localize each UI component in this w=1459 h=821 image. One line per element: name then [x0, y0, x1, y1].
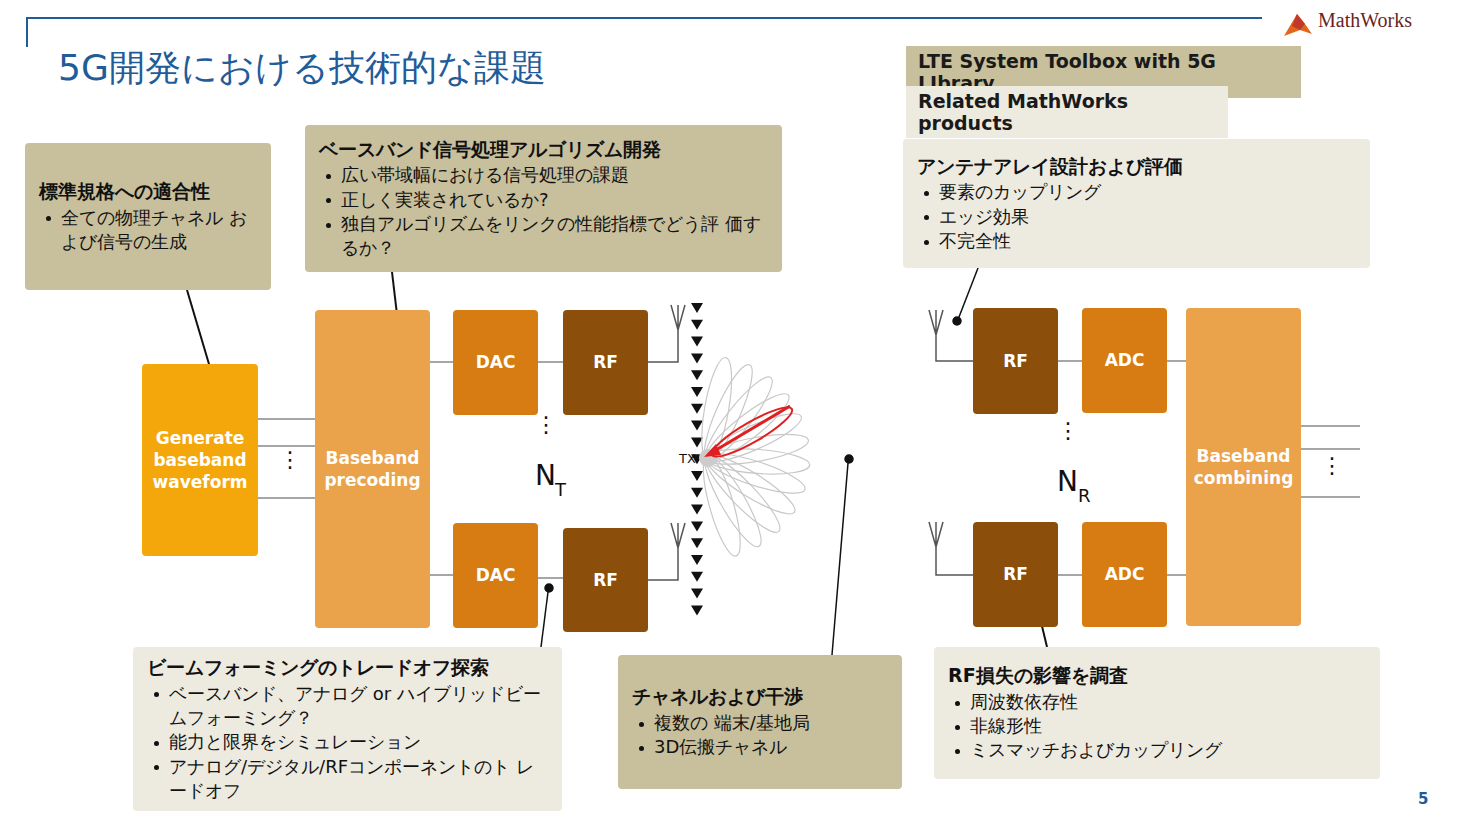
callout-heading: RF損失の影響を調査: [948, 663, 1366, 689]
process-box: DAC: [453, 523, 538, 628]
product-tag: Related MathWorks products: [906, 86, 1228, 138]
ellipsis-mark: ⋮: [535, 414, 557, 436]
signal-wire: [258, 445, 315, 447]
bullet-item: ベースバンド、アナログ or ハイブリッドビー ムフォーミング？: [147, 682, 548, 731]
signal-wire: [258, 418, 315, 420]
bullet-item: 広い帯域幅における信号処理の課題: [319, 163, 768, 187]
bullet-item: 独自アルゴリズムをリンクの性能指標でどう評 価するか？: [319, 212, 768, 261]
box-label: Related MathWorks products: [918, 90, 1216, 134]
process-box: Generate baseband waveform: [142, 364, 258, 556]
box-label: Generate baseband waveform: [148, 427, 252, 493]
main-beam: [704, 400, 797, 463]
callout-heading: ビームフォーミングのトレードオフ探索: [147, 655, 548, 681]
callout-box: 標準規格への適合性全ての物理チャネル および信号の生成: [25, 143, 271, 290]
callout-heading: アンテナアレイ設計および評価: [917, 154, 1356, 180]
box-label: ADC: [1105, 563, 1145, 585]
box-label: DAC: [476, 564, 516, 586]
callout-box: ベースバンド信号処理アルゴリズム開発広い帯域幅における信号処理の課題正しく実装さ…: [305, 125, 782, 272]
box-label: Baseband combining: [1192, 445, 1295, 489]
process-box: ADC: [1082, 308, 1167, 413]
process-box: RF: [973, 308, 1058, 414]
bullet-item: 能力と限界をシミュレーション: [147, 730, 548, 754]
bullet-item: 不完全性: [917, 229, 1356, 253]
logo-text: MathWorks: [1318, 10, 1412, 30]
bullet-item: 全ての物理チャネル および信号の生成: [39, 206, 257, 255]
box-label: ADC: [1105, 349, 1145, 371]
bullet-item: 複数の 端末/基地局: [632, 711, 888, 735]
signal-wire: [1167, 574, 1186, 576]
bullet-item: 3D伝搬チャネル: [632, 735, 888, 759]
signal-wire: [1058, 360, 1082, 362]
bullet-item: 非線形性: [948, 714, 1366, 738]
count-subscript: T: [555, 481, 566, 499]
box-label: RF: [593, 351, 618, 373]
box-label: RF: [593, 569, 618, 591]
ellipsis-mark: ⋮: [1057, 420, 1079, 442]
process-box: RF: [563, 310, 648, 415]
bullet-item: 要素のカップリング: [917, 180, 1356, 204]
bullet-item: 周波数依存性: [948, 690, 1366, 714]
bullet-item: ミスマッチおよびカップリング: [948, 738, 1366, 762]
box-label: RF: [1003, 350, 1028, 372]
callout-heading: チャネルおよび干渉: [632, 684, 888, 710]
callout-heading: 標準規格への適合性: [39, 179, 257, 205]
output-wires: [1301, 426, 1360, 497]
bullet-item: 正しく実装されているか?: [319, 188, 768, 212]
beam-pattern: [696, 355, 811, 559]
signal-wire: [430, 361, 453, 363]
process-box: RF: [563, 528, 648, 632]
logo-mark: [1284, 14, 1312, 36]
process-box: RF: [973, 522, 1058, 627]
callout-heading: ベースバンド信号処理アルゴリズム開発: [319, 137, 768, 163]
box-label: RF: [1003, 563, 1028, 585]
antenna-symbols: [648, 305, 973, 580]
bullet-item: アナログ/デジタル/RFコンポーネントのト レードオフ: [147, 755, 548, 804]
ellipsis-mark: ⋮: [1321, 455, 1343, 477]
callout-box: チャネルおよび干渉複数の 端末/基地局3D伝搬チャネル: [618, 655, 902, 789]
title-rule: [27, 18, 1262, 47]
count-subscript: R: [1078, 487, 1091, 505]
ellipsis-mark: ⋮: [279, 449, 301, 471]
bullet-item: エッジ効果: [917, 205, 1356, 229]
box-label: DAC: [476, 351, 516, 373]
process-box: ADC: [1082, 522, 1167, 627]
page-number: 5: [1418, 792, 1428, 807]
signal-wire: [430, 574, 453, 576]
callout-box: RF損失の影響を調査周波数依存性非線形性ミスマッチおよびカップリング: [934, 647, 1380, 779]
count-symbol: N: [535, 462, 556, 490]
process-box: Baseband combining: [1186, 308, 1301, 626]
process-box: DAC: [453, 310, 538, 415]
array-label: TX: [679, 452, 696, 465]
count-symbol: N: [1057, 468, 1078, 496]
callout-box: アンテナアレイ設計および評価要素のカップリングエッジ効果不完全性: [903, 139, 1370, 268]
leader-lines: [541, 268, 978, 655]
signal-wire: [538, 577, 563, 579]
page-title: 5G開発における技術的な課題: [58, 44, 546, 93]
box-label: Baseband precoding: [321, 447, 424, 491]
signal-wire: [538, 361, 563, 363]
callout-box: ビームフォーミングのトレードオフ探索ベースバンド、アナログ or ハイブリッドビ…: [133, 647, 562, 811]
signal-wire: [1167, 360, 1186, 362]
signal-wire: [258, 497, 315, 499]
signal-wire: [1058, 574, 1082, 576]
process-box: Baseband precoding: [315, 310, 430, 628]
